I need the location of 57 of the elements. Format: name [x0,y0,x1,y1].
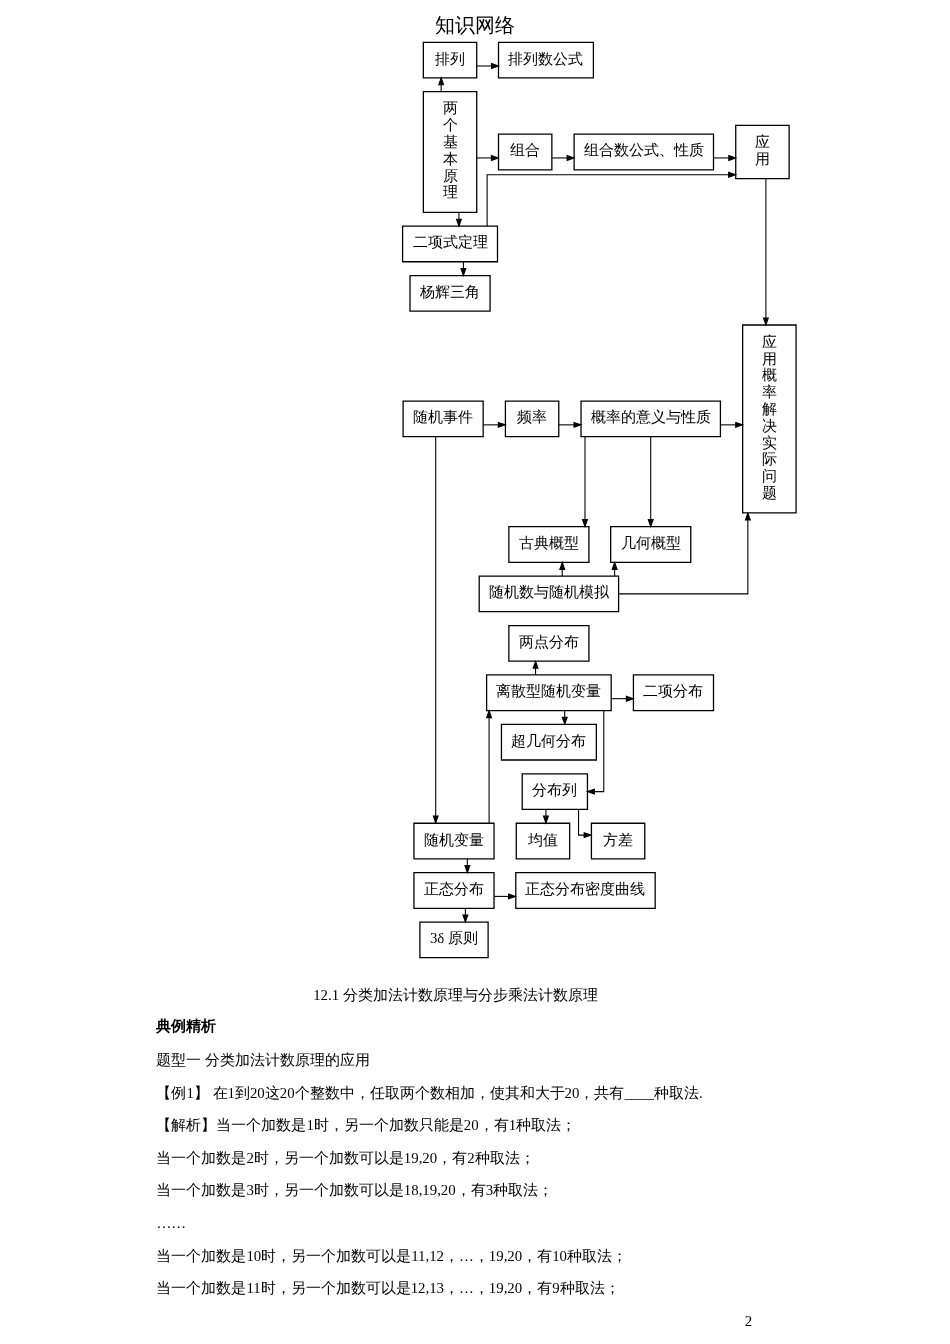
arrow [585,710,604,795]
label: 12.1 分类加法计数原理与分步乘法计数原理 [312,986,598,1003]
arrow [475,62,500,70]
label: 【解析】当一个加数是1时，另一个加数只能是20，有1种取法； [155,1117,576,1134]
node-box: 应用概率解决实际问题 [741,324,797,514]
node-box: 组合数公式、性质 [572,133,714,171]
arrow [762,178,769,327]
node-box: 两点分布 [507,624,590,662]
arrow [432,436,439,825]
label: 当一个加数是11时，另一个加数可以是12,13，…，19,20，有9种取法； [155,1280,620,1297]
arrow [719,421,744,429]
label: 【例1】 在1到20这20个整数中，任取两个数相加，使其和大于20，共有____种取法. [155,1084,703,1101]
node-box: 方差 [590,822,645,860]
arrow [581,436,588,529]
node-box: 随机事件 [401,400,484,438]
arrow [712,154,737,162]
arrow [577,809,593,839]
node-box: 应用 [734,124,790,180]
arrow [482,421,507,429]
arrow [437,76,444,92]
node-box: 正态分布 [412,872,495,909]
node-box: 3δ 原则 [418,921,489,959]
arrow [475,154,500,162]
node-box: 组合 [497,133,552,171]
node-box: 随机数与随机模拟 [478,575,619,613]
node-box: 频率 [504,400,559,438]
node-box: 随机变量 [412,822,495,860]
node-box: 正态分布密度曲线 [514,872,656,909]
arrow [557,421,583,429]
node-box: 几何概型 [609,526,691,563]
label: …… [155,1215,186,1232]
label: 当一个加数是3时，另一个加数可以是18,19,20，有3种取法； [155,1182,553,1199]
node-box: 离散型随机变量 [485,674,612,712]
node-box: 杨辉三角 [408,274,491,312]
arrow [551,154,576,162]
node-box: 概率的意义与性质 [579,400,721,438]
arrow [647,436,654,529]
node-box: 超几何分布 [500,723,597,761]
diagram-title: 知识网络 [435,14,515,37]
arrow [617,511,751,595]
node-box: 二项式定理 [401,225,498,263]
node-box: 排列 [422,41,477,79]
node-box: 分布列 [521,773,588,811]
arrow [542,808,549,825]
node-box: 古典概型 [507,526,590,563]
label: 题型一 分类加法计数原理的应用 [155,1051,370,1068]
label: 2 [744,1312,752,1329]
node-box: 排列数公式 [497,41,594,79]
node-box: 二项分布 [632,674,714,712]
label: 当一个加数是10时，另一个加数可以是11,12，…，19,20，有10种取法； [155,1247,627,1264]
node-box: 两个基本原理 [422,91,477,213]
arrow [486,171,737,227]
arrow [455,212,462,228]
arrow [485,709,492,824]
node-box: 均值 [515,822,570,860]
label: 当一个加数是2时，另一个加数可以是19,20，有2种取法； [155,1149,535,1166]
label: 典例精析 [155,1018,216,1035]
